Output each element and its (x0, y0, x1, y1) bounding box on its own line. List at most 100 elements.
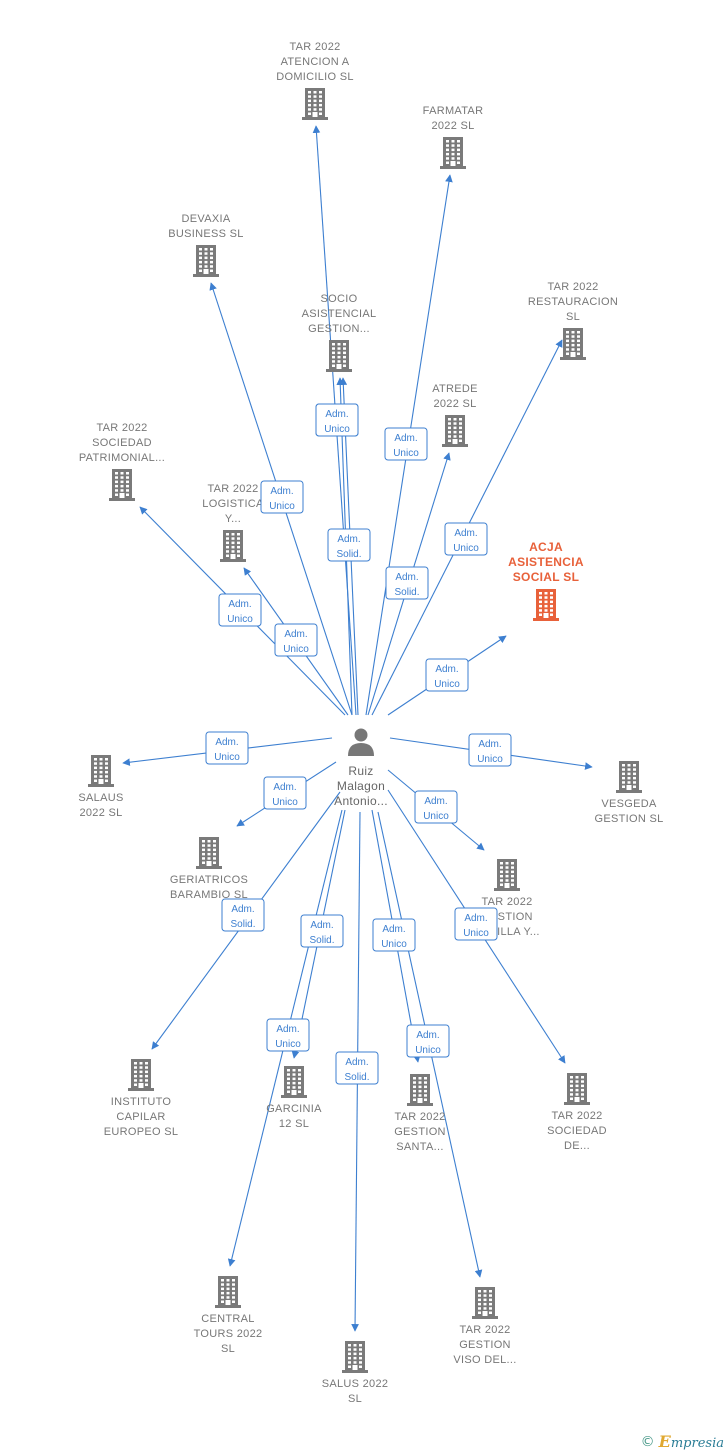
relation-label[interactable]: Adm.Solid. (335, 1051, 379, 1085)
company-label: SOCIAL SL (513, 570, 580, 584)
svg-text:Unico: Unico (423, 811, 449, 822)
company-label: GESTION... (308, 323, 370, 335)
relation-label[interactable]: Adm.Unico (414, 790, 458, 824)
company-node-tar-2022-logistica-y[interactable]: TAR 2022LOGISTICAY... (202, 483, 264, 562)
svg-text:Adm.: Adm. (382, 924, 405, 935)
building-icon (560, 328, 586, 360)
company-label: ASISTENCIAL (302, 308, 377, 320)
company-label: BUSINESS SL (168, 228, 243, 240)
building-icon (440, 137, 466, 169)
svg-text:Unico: Unico (272, 797, 298, 808)
svg-text:Adm.: Adm. (325, 409, 348, 420)
company-label: TAR 2022 (394, 1111, 445, 1123)
relation-label[interactable]: Adm.Unico (205, 731, 249, 765)
company-label: GESTION (394, 1126, 446, 1138)
svg-text:Solid.: Solid. (309, 935, 334, 946)
svg-text:Adm.: Adm. (416, 1030, 439, 1041)
company-label: DE... (564, 1140, 590, 1152)
svg-text:Unico: Unico (214, 752, 240, 763)
building-icon (326, 340, 352, 372)
building-icon (193, 245, 219, 277)
relation-labels-layer: Adm.UnicoAdm.UnicoAdm.UnicoAdm.Solid.Adm… (205, 403, 512, 1085)
relation-label[interactable]: Adm.Solid. (221, 898, 265, 932)
building-icon (616, 761, 642, 793)
svg-text:Unico: Unico (393, 448, 419, 459)
company-label: DOMICILIO SL (276, 71, 354, 83)
relation-label[interactable]: Adm.Unico (218, 593, 262, 627)
svg-text:Adm.: Adm. (310, 920, 333, 931)
company-label: 2022 SL (79, 807, 122, 819)
company-label: ACJA (529, 540, 563, 554)
company-label: SOCIEDAD (92, 437, 152, 449)
relation-label[interactable]: Adm.Unico (406, 1024, 450, 1058)
svg-text:Adm.: Adm. (276, 1024, 299, 1035)
company-label: LOGISTICA (202, 498, 264, 510)
relation-label[interactable]: Adm.Unico (384, 427, 428, 461)
person-node[interactable]: RuizMalagonAntonio... (334, 728, 388, 809)
company-label: PATRIMONIAL... (79, 452, 165, 464)
company-label: SALUS 2022 (322, 1378, 389, 1390)
relation-label[interactable]: Adm.Unico (263, 776, 307, 810)
company-label: EUROPEO SL (104, 1126, 179, 1138)
company-node-tar-2022-sociedad-patrimonial[interactable]: TAR 2022SOCIEDADPATRIMONIAL... (79, 422, 165, 501)
company-label: BARAMBIO SL (170, 889, 248, 901)
footer-brand: © Empresia (641, 1432, 724, 1451)
company-node-tar-2022-sociedad-de[interactable]: TAR 2022SOCIEDADDE... (547, 1073, 607, 1152)
svg-text:Adm.: Adm. (231, 904, 254, 915)
svg-text:Unico: Unico (324, 424, 350, 435)
relation-label[interactable]: Adm. Unico (315, 403, 359, 437)
building-icon (215, 1276, 241, 1308)
relation-label[interactable]: Adm.Unico (425, 658, 469, 692)
relation-label[interactable]: Adm. Solid. (300, 914, 344, 948)
relation-label[interactable]: Adm. Unico (260, 480, 304, 514)
company-label: FARMATAR (423, 105, 484, 117)
person-icon (348, 728, 374, 756)
building-icon (109, 469, 135, 501)
relation-label[interactable]: Adm.Solid. (385, 566, 429, 600)
relation-label[interactable]: Adm.Unico (266, 1018, 310, 1052)
relation-label[interactable]: Adm.Unico (372, 918, 416, 952)
relation-label[interactable]: Adm.Unico (274, 623, 318, 657)
relation-label[interactable]: Adm.Unico (468, 733, 512, 767)
copyright-icon: © (640, 1433, 655, 1450)
building-icon (472, 1287, 498, 1319)
company-label: SL (348, 1393, 362, 1405)
building-icon (88, 755, 114, 787)
svg-text:Adm.: Adm. (454, 528, 477, 539)
company-label: Y... (225, 513, 241, 525)
company-label: GESTION (459, 1339, 511, 1351)
company-node-socio-asistencial-gestion[interactable]: SOCIOASISTENCIALGESTION... (302, 293, 377, 372)
relation-label[interactable]: Adm.Unico (454, 907, 498, 941)
relation-label[interactable]: Adm.Solid. (327, 528, 371, 562)
company-label: SL (566, 311, 580, 323)
person-label: Antonio... (334, 794, 388, 808)
company-label: TAR 2022 (481, 896, 532, 908)
svg-text:Unico: Unico (269, 501, 295, 512)
relation-label[interactable]: Adm.Unico (444, 522, 488, 556)
company-label: CENTRAL (201, 1313, 254, 1325)
svg-text:Adm.: Adm. (270, 486, 293, 497)
svg-text:Adm.: Adm. (395, 572, 418, 583)
person-label: Malagon (337, 779, 385, 793)
company-label: SL (221, 1343, 235, 1355)
company-label: ASISTENCIA (508, 555, 584, 569)
edges-layer (122, 125, 593, 1332)
company-node-tar-2022-gestion-santa[interactable]: TAR 2022GESTIONSANTA... (394, 1074, 446, 1153)
company-label: SOCIEDAD (547, 1125, 607, 1137)
company-label: TAR 2022 (547, 281, 598, 293)
